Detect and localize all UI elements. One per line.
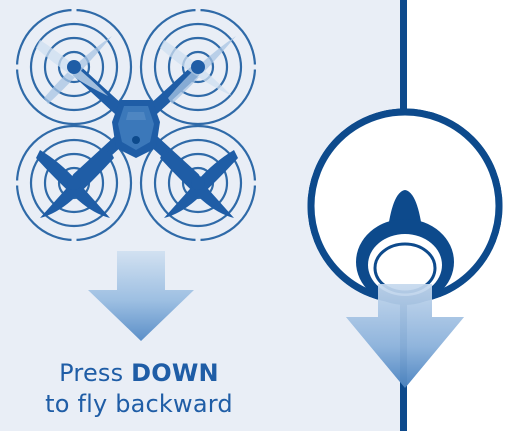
instruction-caption: Press DOWN to fly backward <box>0 358 278 420</box>
caption-line-1: Press DOWN <box>0 358 278 389</box>
caption-prefix: Press <box>59 359 131 387</box>
panel-divider <box>400 0 407 431</box>
rear-propellers <box>36 150 238 218</box>
caption-line-2: to fly backward <box>0 389 278 420</box>
arrow-down-icon <box>88 251 194 341</box>
drone-body <box>112 100 160 158</box>
quadcopter-drone-icon <box>15 8 257 242</box>
caption-key: DOWN <box>131 359 219 387</box>
